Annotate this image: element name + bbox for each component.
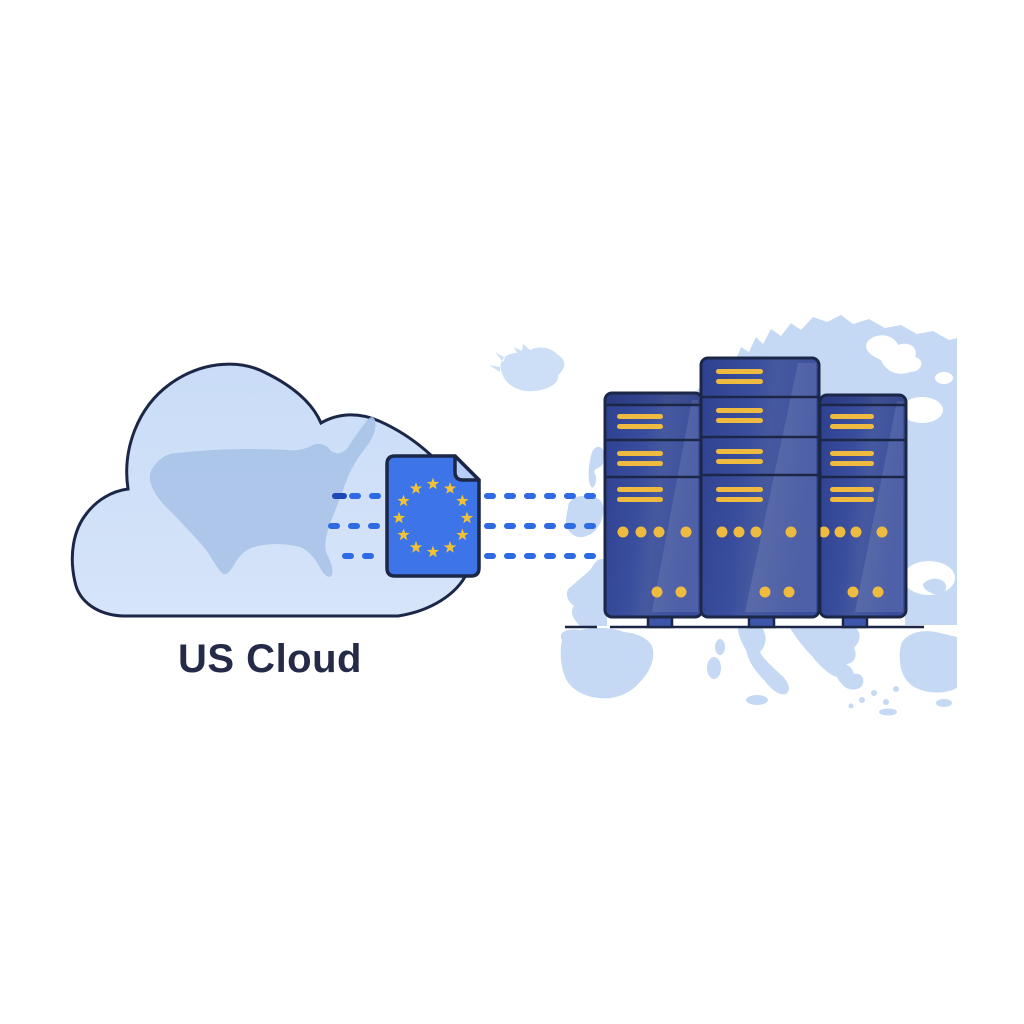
map-iberia xyxy=(560,627,654,699)
map-crete xyxy=(879,708,897,716)
map-cyprus xyxy=(936,699,952,707)
map-turkey xyxy=(899,631,957,693)
eu-stars xyxy=(392,477,474,558)
server-vent-bars xyxy=(716,369,763,502)
eu-document-icon xyxy=(385,454,481,578)
server-sheen xyxy=(855,401,903,612)
server-sheen xyxy=(745,363,816,612)
map-france-west xyxy=(566,558,607,626)
map-sardinia xyxy=(707,657,721,679)
server-tower-right xyxy=(818,393,908,619)
eu-star-icon xyxy=(392,511,406,524)
map-island xyxy=(859,697,865,703)
map-lake-1 xyxy=(901,397,943,423)
server-vent-bars xyxy=(617,414,663,502)
server-led-dots xyxy=(617,526,692,598)
eu-star-icon xyxy=(456,494,469,507)
map-island xyxy=(848,703,854,709)
usa-map-silhouette xyxy=(149,417,376,577)
eu-star-icon xyxy=(460,511,474,524)
eu-star-icon xyxy=(456,528,469,541)
server-tower-middle xyxy=(699,356,821,619)
server-vent-bars xyxy=(830,414,874,502)
eu-star-icon xyxy=(426,545,440,558)
eu-star-icon xyxy=(409,540,423,553)
map-corsica xyxy=(715,639,725,655)
map-iceland xyxy=(489,344,565,392)
document-fold xyxy=(453,454,481,482)
server-led-dots xyxy=(716,526,797,598)
map-island xyxy=(871,690,877,696)
map-italy xyxy=(738,628,789,695)
map-sicily xyxy=(746,695,768,705)
map-ireland xyxy=(566,496,604,538)
eu-star-icon xyxy=(426,477,440,490)
eu-star-icon xyxy=(397,528,410,541)
eu-star-icon xyxy=(397,494,410,507)
transfer-dashed-lines xyxy=(328,493,603,559)
server-sheen xyxy=(652,400,698,612)
document-body xyxy=(385,454,481,578)
eu-star-icon xyxy=(443,540,457,553)
map-island xyxy=(893,686,899,692)
map-lake-2 xyxy=(935,372,953,384)
us-cloud: US Cloud xyxy=(70,362,477,681)
server-tower-left xyxy=(603,391,704,619)
eu-star-icon xyxy=(409,482,423,494)
eu-star-icon xyxy=(443,482,457,494)
eu-server-racks xyxy=(603,356,908,629)
map-white-sea xyxy=(866,335,922,374)
map-crimea xyxy=(923,578,947,595)
map-greece xyxy=(834,663,864,690)
map-scotland xyxy=(588,446,604,488)
map-island xyxy=(883,699,889,705)
us-cloud-label: US Cloud xyxy=(178,637,362,681)
server-led-dots xyxy=(818,526,888,598)
